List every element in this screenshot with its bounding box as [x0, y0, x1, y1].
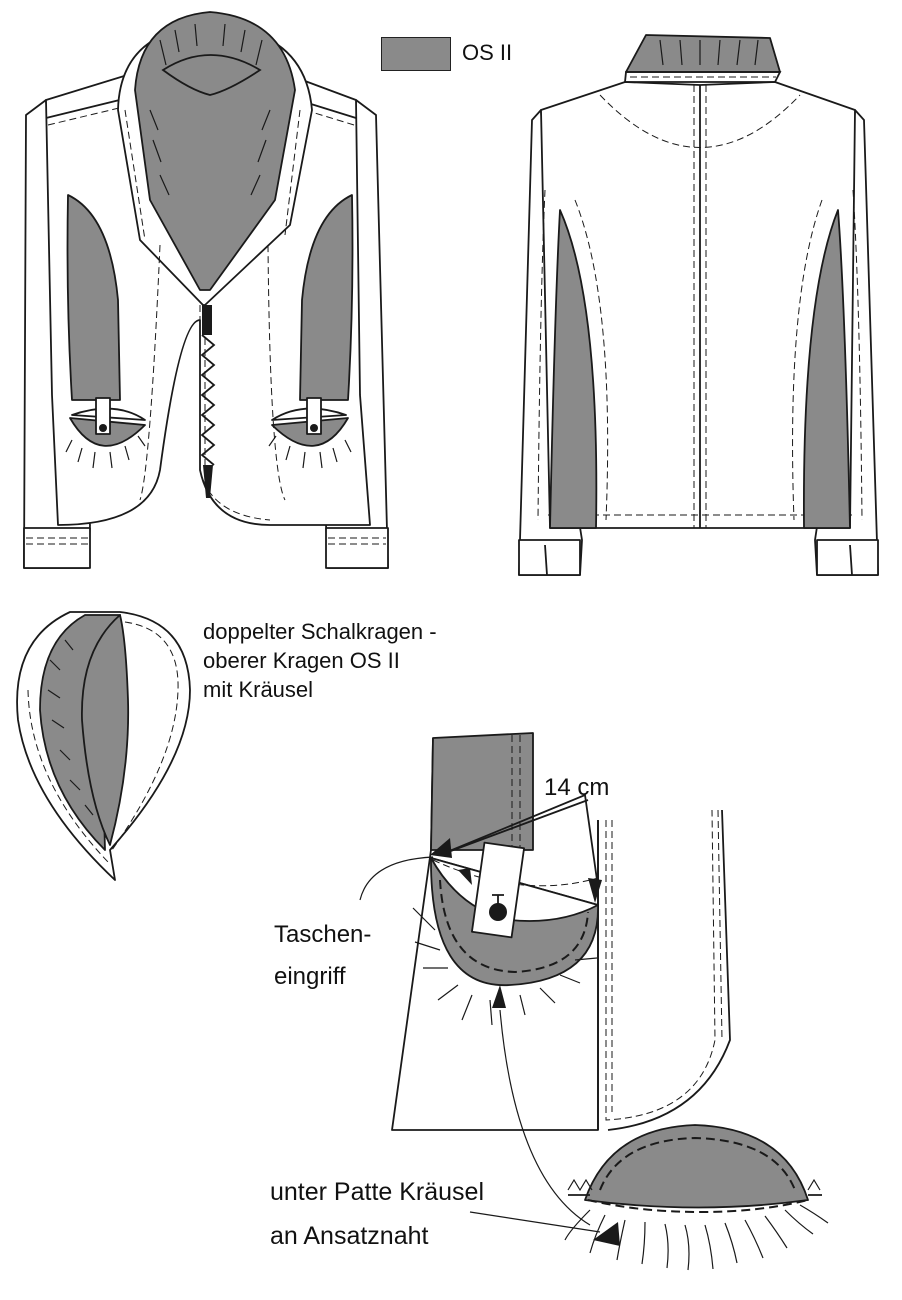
jacket-front-view: [23, 11, 389, 569]
front-right-pocket: [268, 397, 352, 469]
ruffle-flap-detail: [469, 1124, 829, 1271]
collar-note-line-3: mit Kräusel: [203, 677, 314, 702]
collar-note-line-1: doppelter Schalkragen -: [203, 619, 437, 644]
notch-marker-right: [588, 878, 602, 903]
pocket-label-line-1: Taschen-: [274, 921, 372, 948]
measurement-label: 14 cm: [544, 774, 610, 801]
ruffle-note-line-1: unter Patte Kräusel: [270, 1178, 485, 1206]
collar-note: doppelter Schalkragen - oberer Kragen OS…: [203, 617, 503, 704]
pocket-detail-tab: [471, 841, 525, 939]
zipper-pull-top: [202, 305, 212, 335]
pocket-detail: [359, 732, 731, 1226]
back-right-side-panel: [802, 209, 851, 529]
front-right-cuff: [325, 527, 389, 569]
collar-detail-gray-right: [81, 614, 130, 846]
pocket-label-line-2: eingriff: [274, 963, 346, 990]
ruffle-marker: [593, 1222, 620, 1246]
front-left-cuff: [23, 527, 91, 569]
front-left-pocket: [65, 397, 146, 469]
ruffle-note: unter Patte Kräusel an Ansatznaht: [270, 1170, 560, 1258]
zipper-pull-bottom: [203, 465, 213, 498]
front-right-side-panel: [299, 194, 354, 401]
pocket-detail-gray-panel: [430, 732, 534, 851]
collar-note-line-2: oberer Kragen OS II: [203, 648, 400, 673]
ruffle-note-line-2: an Ansatznaht: [270, 1222, 429, 1250]
collar-detail: [16, 611, 191, 881]
jacket-back-view: [518, 34, 879, 576]
pocket-detail-button: [489, 903, 507, 921]
pocket-opening-label: Taschen- eingriff: [274, 914, 404, 998]
front-collar-upper-gray: [134, 11, 296, 291]
notch-marker-mid: [458, 868, 472, 885]
ruffle-flap-gray: [584, 1124, 809, 1209]
front-left-side-panel: [66, 194, 121, 401]
notch-marker-bottom: [492, 985, 506, 1008]
pocket-detail-front-edge: [597, 809, 731, 1131]
legend-fabric-swatch: [381, 37, 451, 71]
legend-fabric-label: OS II: [462, 40, 513, 65]
zipper-teeth: [200, 334, 216, 466]
back-left-side-panel: [549, 209, 598, 529]
